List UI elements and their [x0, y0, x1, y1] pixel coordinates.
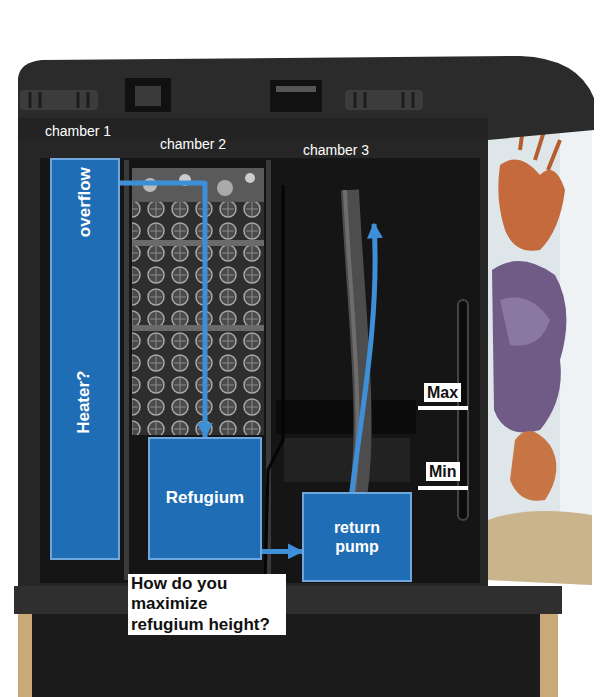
refugium-box: Refugium	[148, 437, 262, 560]
box-label: return pump	[317, 518, 397, 556]
side-glass	[486, 112, 592, 585]
lid-clip	[30, 92, 413, 108]
level-label: Max	[424, 383, 461, 402]
tank-body	[124, 160, 129, 580]
filter-media	[245, 173, 255, 183]
flow-arrow	[262, 549, 302, 554]
band-label: Heater?	[75, 370, 95, 433]
box-label: Refugium	[166, 488, 244, 508]
filter-media	[132, 200, 264, 435]
lid-clip	[20, 90, 423, 110]
hood	[135, 86, 161, 106]
pump-box: return pump	[302, 492, 412, 582]
pump-outlet-arrow	[352, 224, 375, 492]
stand	[14, 586, 562, 697]
chamber-3-parts	[276, 400, 416, 434]
stand	[18, 614, 32, 697]
band-label: overflow	[75, 167, 95, 237]
side-glass	[486, 112, 592, 585]
hood	[125, 78, 171, 112]
level-mark	[418, 406, 468, 410]
side-glass	[498, 159, 565, 250]
stand	[30, 614, 546, 697]
lid-clip	[345, 90, 423, 110]
tank-body	[18, 140, 488, 590]
side-glass	[500, 298, 550, 346]
side-glass	[510, 431, 556, 501]
filter-media	[132, 240, 264, 246]
level-label: Min	[426, 462, 460, 481]
filter-media	[132, 168, 264, 435]
hood	[276, 86, 316, 92]
hood	[18, 118, 488, 140]
chamber-3-parts	[284, 438, 410, 482]
filter-media	[217, 180, 233, 196]
tank-body	[18, 140, 488, 590]
chamber-label: chamber 1	[45, 123, 111, 140]
level-mark	[418, 406, 468, 490]
stand	[540, 614, 558, 697]
hood	[18, 56, 594, 140]
question-note: How do you maximize refugium height?	[128, 574, 286, 635]
hood	[270, 80, 322, 112]
pump-outlet-arrow	[352, 224, 375, 492]
hood	[18, 56, 594, 140]
filter-media	[132, 325, 264, 331]
chamber-label: chamber 2	[160, 136, 226, 153]
side-glass	[492, 261, 566, 432]
flow-arrow	[120, 183, 205, 437]
stand	[14, 586, 562, 614]
chamber-label: chamber 3	[303, 142, 369, 159]
lid-clip	[20, 90, 98, 110]
chamber-band: overflowHeater?	[50, 158, 120, 560]
tank-body	[40, 158, 480, 583]
level-mark	[418, 486, 468, 490]
side-glass	[488, 511, 592, 585]
